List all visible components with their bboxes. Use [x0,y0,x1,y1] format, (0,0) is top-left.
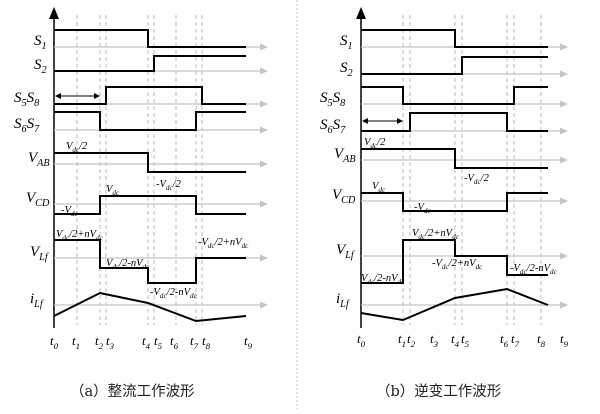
waveform-s1-b [361,29,548,48]
signal-axes-a [54,43,268,309]
waveform-s2-a [54,55,246,72]
ann-b-vcd-neg: -Vdc​ [414,202,431,215]
ann-a-vcd-neg: -Vdc​ [61,205,78,218]
ann-b-vlf-1: Vdc​/2+nVdc​ [412,228,460,241]
waveform-s5s8-a [54,86,246,105]
time-label-a-t5: t5​ [154,333,163,351]
ann-a-vlf-3: -Vdc​/2-nVdc​ [150,287,198,300]
waveform-s6s7-a [54,111,246,131]
ann-a-vab-pos: Vdc​/2 [66,141,88,154]
waveform-ilf-b [360,287,549,322]
time-axis-arrow-b [356,7,366,19]
time-label-a-t3: t3​ [106,333,115,351]
time-label-b-t8: t8​ [537,331,546,349]
time-label-a-t7: t7​ [190,333,199,351]
signal-label-b-1: S2​ [340,60,353,79]
time-label-b-t3: t3​ [430,331,439,349]
waveform-s2-b [361,56,548,75]
waveform-s1-a [54,29,246,48]
time-label-b-t2: t2​ [407,331,416,349]
waveform-ilf-a [53,291,247,323]
time-label-a-t8: t8​ [202,333,211,351]
waveform-vab-a [54,152,246,173]
time-label-a-t9: t9​ [244,333,253,351]
time-label-b-t6: t6​ [500,331,509,349]
time-guides-b [402,15,542,325]
panel-a-rectifier [49,7,268,328]
caption-panel-a: （a）整流工作波形 [70,384,195,400]
signal-label-b-4: VAB​ [334,146,356,165]
ann-b-vab-neg: -Vdc​/2 [464,173,490,186]
time-axis-arrow-a [49,7,59,19]
signal-label-b-6: VLf​ [336,242,355,261]
ann-b-vlf-3: -Vdc​/2-nVdc​ [510,263,558,276]
waveform-s6s7-b [361,112,548,132]
ann-a-vlf-1: Vdc​/2+nVdc​ [56,229,104,242]
panel-b-inverter [356,7,568,328]
time-label-b-t1: t1​ [398,331,406,349]
signal-label-a-6: VLf​ [30,244,49,263]
waveform-s5s8-b [361,86,548,105]
time-label-a-t0: t0​ [50,333,59,351]
duty-arrow-b [362,118,403,124]
waveform-vlf-a [54,239,246,284]
signal-label-b-3: S6​S7​ [320,117,346,136]
waveform-vcd-a [54,195,246,215]
waveform-vcd-b [361,192,548,212]
ann-a-vlf-2: Vdc​/2-nVdc​ [106,258,150,271]
ann-b-vlf-0: Vdc​/2-nVdc​ [361,273,405,286]
duty-arrow-a [55,93,100,99]
ann-b-vab-pos: Vdc​/2 [364,137,386,150]
time-label-a-t4: t4​ [142,333,151,351]
signal-label-a-0: S1​ [34,33,47,52]
time-label-b-t0: t0​ [357,331,366,349]
caption-panel-b: （b）逆变工作波形 [376,384,502,400]
ann-a-vab-neg: -Vdc​/2 [156,179,182,192]
signal-label-a-4: VAB​ [28,150,50,169]
signal-label-a-1: S2​ [34,57,47,76]
signal-label-a-3: S6​S7​ [14,116,40,135]
ann-a-vlf-4: -Vdc​/2+nVdc​ [198,237,249,250]
time-label-b-t5: t5​ [461,331,470,349]
time-label-a-t6: t6​ [170,333,179,351]
ann-b-vcd-pos: Vdc​ [372,181,386,194]
signal-label-b-2: S5​S8​ [320,90,345,109]
signal-label-a-7: iLf​ [30,291,44,310]
signal-label-b-7: iLf​ [336,291,350,310]
ann-b-vlf-2: -Vdc​/2+nVdc​ [432,258,483,271]
signal-label-b-0: S1​ [340,33,353,52]
time-label-b-t9: t9​ [560,331,569,349]
time-label-b-t7: t7​ [511,331,520,349]
signal-label-b-5: VCD​ [332,187,356,206]
waveform-labels: S1​ S2​ S5​S8​ S6​S7​ VAB​ VCD​ VLf​ iLf​ t0​ t1​… [14,33,569,351]
time-label-b-t4: t4​ [451,331,460,349]
waveform-vab-b [361,148,548,169]
signal-label-a-5: VCD​ [26,190,50,209]
time-guides-a [76,15,203,325]
time-label-a-t2: t2​ [95,333,104,351]
time-label-a-t1: t1​ [72,333,80,351]
signal-label-a-2: S5​S8​ [14,90,39,109]
ann-a-vcd-pos: Vdc​ [106,184,120,197]
waveform-vlf-b [361,239,548,284]
